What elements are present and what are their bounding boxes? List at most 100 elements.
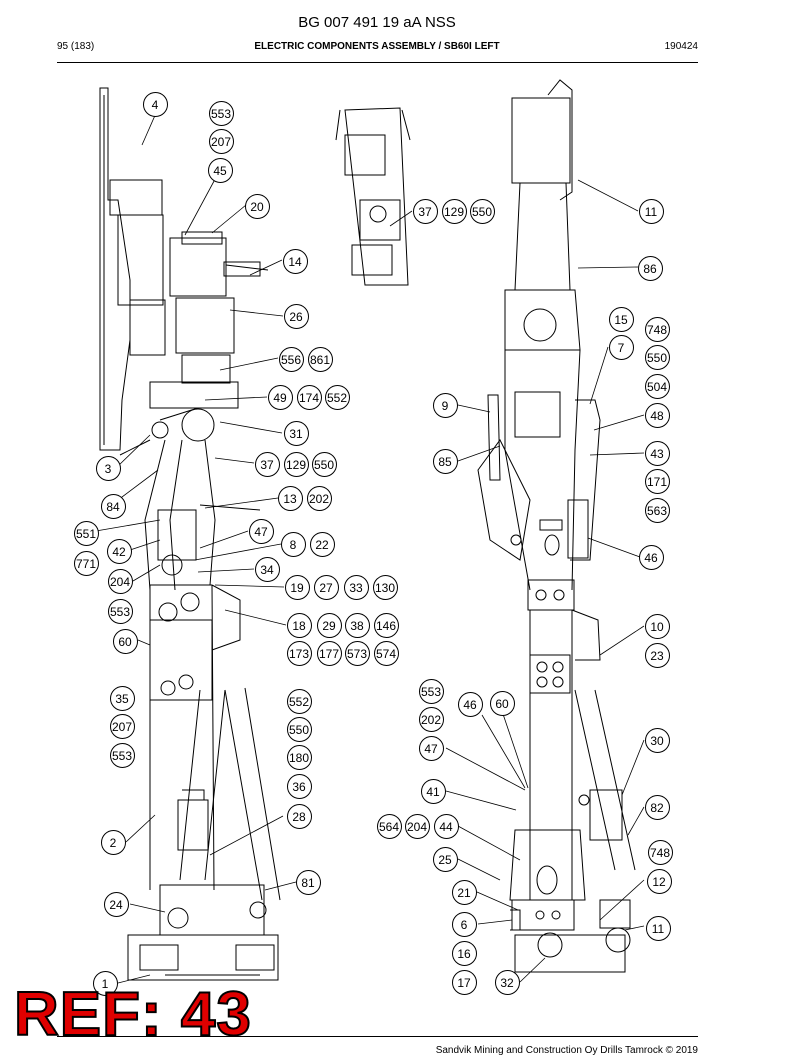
part-callout-26: 26 — [283, 303, 309, 329]
part-callout-861: 861 — [307, 346, 333, 372]
part-callout-43: 43 — [644, 440, 670, 466]
part-callout-202: 202 — [418, 706, 444, 732]
part-callout-204: 204 — [107, 568, 133, 594]
part-callout-207: 207 — [109, 713, 135, 739]
part-callout-4: 4 — [142, 91, 168, 117]
part-callout-31: 31 — [283, 420, 309, 446]
part-callout-44: 44 — [433, 813, 459, 839]
part-callout-1: 1 — [92, 970, 118, 996]
part-callout-45: 45 — [207, 157, 233, 183]
part-callout-130: 130 — [372, 574, 398, 600]
part-callout-14: 14 — [282, 248, 308, 274]
part-callout-47: 47 — [418, 735, 444, 761]
part-callout-174: 174 — [296, 384, 322, 410]
part-callout-10: 10 — [644, 613, 670, 639]
part-callout-23: 23 — [644, 642, 670, 668]
part-callout-35: 35 — [109, 685, 135, 711]
part-callout-8: 8 — [280, 531, 306, 557]
part-callout-30: 30 — [644, 727, 670, 753]
part-callout-81: 81 — [295, 869, 321, 895]
part-callout-13: 13 — [277, 485, 303, 511]
part-callout-551: 551 — [73, 520, 99, 546]
part-callout-42: 42 — [106, 538, 132, 564]
part-callout-504: 504 — [644, 373, 670, 399]
page-reference: 95 (183) — [57, 41, 95, 52]
part-callout-47: 47 — [248, 518, 274, 544]
part-callout-129: 129 — [283, 451, 309, 477]
part-callout-37: 37 — [412, 198, 438, 224]
part-callout-550: 550 — [469, 198, 495, 224]
part-callout-48: 48 — [644, 402, 670, 428]
part-callout-6: 6 — [451, 911, 477, 937]
part-callout-11: 11 — [638, 198, 664, 224]
part-callout-25: 25 — [432, 846, 458, 872]
part-callout-771: 771 — [73, 550, 99, 576]
part-callout-11: 11 — [645, 915, 671, 941]
section-title: ELECTRIC COMPONENTS ASSEMBLY / SB60I LEF… — [254, 41, 500, 52]
part-callout-49: 49 — [267, 384, 293, 410]
part-callout-38: 38 — [344, 612, 370, 638]
part-callout-574: 574 — [373, 640, 399, 666]
part-callout-556: 556 — [278, 346, 304, 372]
date-code: 190424 — [664, 41, 698, 52]
document-code: BG 007 491 19 aA NSS — [298, 14, 456, 31]
part-callout-202: 202 — [306, 485, 332, 511]
part-callout-553: 553 — [109, 742, 135, 768]
part-callout-2: 2 — [100, 829, 126, 855]
part-callout-552: 552 — [286, 688, 312, 714]
part-callout-173: 173 — [286, 640, 312, 666]
part-callout-27: 27 — [313, 574, 339, 600]
reference-stamp: REF: 43 — [13, 980, 252, 1049]
part-callout-29: 29 — [316, 612, 342, 638]
part-callout-28: 28 — [286, 803, 312, 829]
part-callout-41: 41 — [420, 778, 446, 804]
part-callout-550: 550 — [286, 716, 312, 742]
part-callout-552: 552 — [324, 384, 350, 410]
part-callout-16: 16 — [451, 940, 477, 966]
part-callout-204: 204 — [404, 813, 430, 839]
part-callout-21: 21 — [451, 879, 477, 905]
part-callout-3: 3 — [95, 455, 121, 481]
part-callout-9: 9 — [432, 392, 458, 418]
part-callout-563: 563 — [644, 497, 670, 523]
part-callout-46: 46 — [457, 691, 483, 717]
part-callout-20: 20 — [244, 193, 270, 219]
part-callout-15: 15 — [608, 306, 634, 332]
part-callout-86: 86 — [637, 255, 663, 281]
part-callout-550: 550 — [311, 451, 337, 477]
part-callout-177: 177 — [316, 640, 342, 666]
footer-copyright: Sandvik Mining and Construction Oy Drill… — [435, 1045, 698, 1056]
part-callout-7: 7 — [608, 334, 634, 360]
part-callout-553: 553 — [208, 100, 234, 126]
part-callout-19: 19 — [284, 574, 310, 600]
part-callout-748: 748 — [647, 839, 673, 865]
part-callout-550: 550 — [644, 344, 670, 370]
part-callout-85: 85 — [432, 448, 458, 474]
part-callout-46: 46 — [638, 544, 664, 570]
part-callout-146: 146 — [373, 612, 399, 638]
part-callout-207: 207 — [208, 128, 234, 154]
part-callout-24: 24 — [103, 891, 129, 917]
part-callout-748: 748 — [644, 316, 670, 342]
part-callout-180: 180 — [286, 744, 312, 770]
part-callout-22: 22 — [309, 531, 335, 557]
part-callout-129: 129 — [441, 198, 467, 224]
part-callout-18: 18 — [286, 612, 312, 638]
part-callout-33: 33 — [343, 574, 369, 600]
part-callout-171: 171 — [644, 468, 670, 494]
part-callout-553: 553 — [107, 598, 133, 624]
header-rule — [57, 62, 698, 63]
part-callout-564: 564 — [376, 813, 402, 839]
part-callout-84: 84 — [100, 493, 126, 519]
part-callout-60: 60 — [489, 690, 515, 716]
part-callout-60: 60 — [112, 628, 138, 654]
part-callout-82: 82 — [644, 794, 670, 820]
part-callout-32: 32 — [494, 969, 520, 995]
part-callout-553: 553 — [418, 678, 444, 704]
part-callout-34: 34 — [254, 556, 280, 582]
part-callout-573: 573 — [344, 640, 370, 666]
part-callout-36: 36 — [286, 773, 312, 799]
part-callout-37: 37 — [254, 451, 280, 477]
